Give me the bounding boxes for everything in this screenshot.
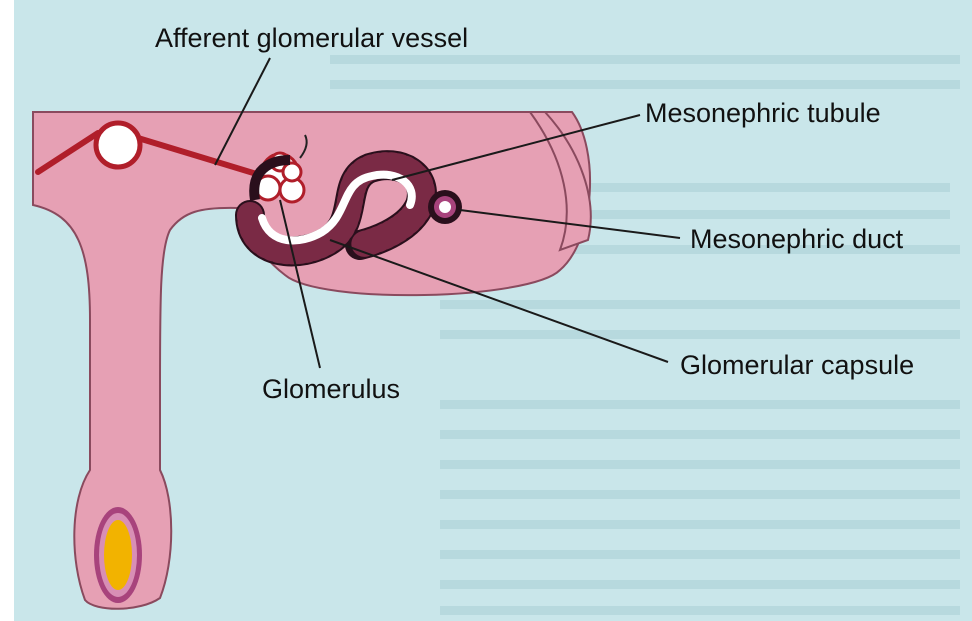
vessel-sphere [96, 123, 140, 167]
label-afferent-glomerular-vessel: Afferent glomerular vessel [155, 23, 468, 53]
yolk-core [104, 520, 132, 590]
left-margin-strip [0, 0, 14, 621]
label-mesonephric-tubule: Mesonephric tubule [645, 98, 881, 128]
label-mesonephric-duct: Mesonephric duct [690, 224, 904, 254]
label-glomerulus: Glomerulus [262, 374, 400, 404]
mesonephric-duct-lumen [439, 201, 451, 213]
label-glomerular-capsule: Glomerular capsule [680, 350, 914, 380]
